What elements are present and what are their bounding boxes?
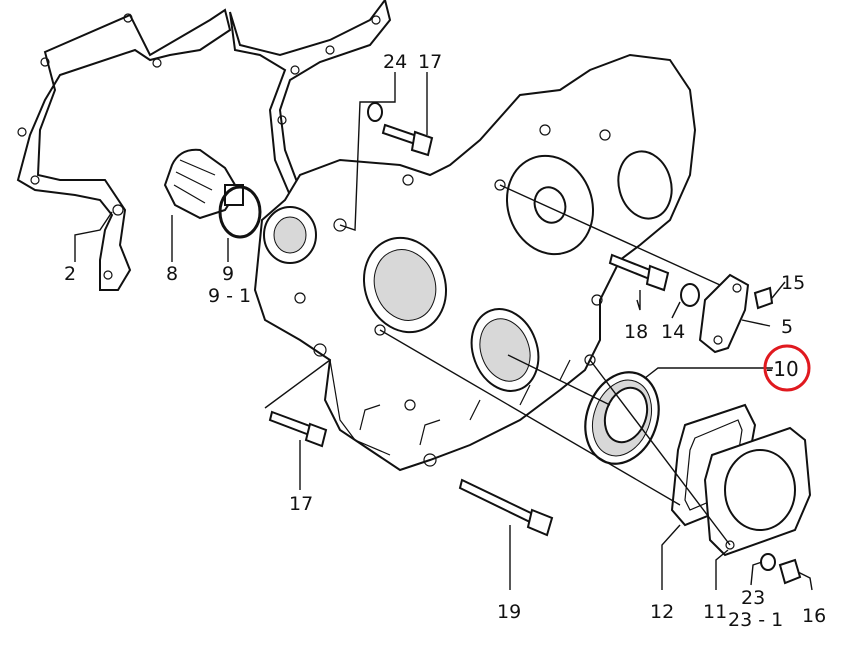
label-part-2: 2 (64, 263, 76, 285)
label-part-11: 11 (703, 601, 727, 623)
cover-plate-11 (703, 426, 812, 557)
label-part-15: 15 (781, 272, 805, 294)
oil-seal-10 (584, 371, 660, 465)
washer-23-bolt-16 (760, 553, 802, 585)
gasket-upper (229, 0, 392, 202)
bolt-19 (458, 478, 554, 537)
label-part-17-bottom: 17 (289, 493, 313, 515)
o-ring-14 (680, 283, 700, 307)
bolt-24-17 (367, 102, 434, 157)
label-part-9-1: 9 - 1 (208, 285, 251, 307)
label-part-12: 12 (650, 601, 674, 623)
label-part-23-1: 23 - 1 (728, 609, 783, 631)
label-part-14: 14 (661, 321, 685, 343)
label-part-24: 24 (383, 51, 407, 73)
label-part-19: 19 (497, 601, 521, 623)
o-ring-9 (218, 185, 262, 239)
bolt-15 (753, 286, 774, 310)
leader-lines (74, 72, 813, 591)
label-part-10: -10 (766, 357, 799, 381)
label-part-17-top: 17 (418, 51, 442, 73)
gasket-2 (16, 8, 232, 291)
label-part-23: 23 (741, 587, 765, 609)
label-part-18: 18 (624, 321, 648, 343)
bolt-18 (608, 253, 670, 292)
label-part-16: 16 (802, 605, 826, 627)
label-part-5: 5 (781, 316, 793, 338)
cover-5 (680, 273, 750, 354)
label-part-9: 9 (222, 263, 234, 285)
label-part-8: 8 (166, 263, 178, 285)
highlight-circle-10 (763, 344, 811, 392)
oil-filler-cap-8 (163, 148, 262, 239)
bolt-17-lower (268, 410, 328, 448)
timing-cover (253, 53, 697, 472)
